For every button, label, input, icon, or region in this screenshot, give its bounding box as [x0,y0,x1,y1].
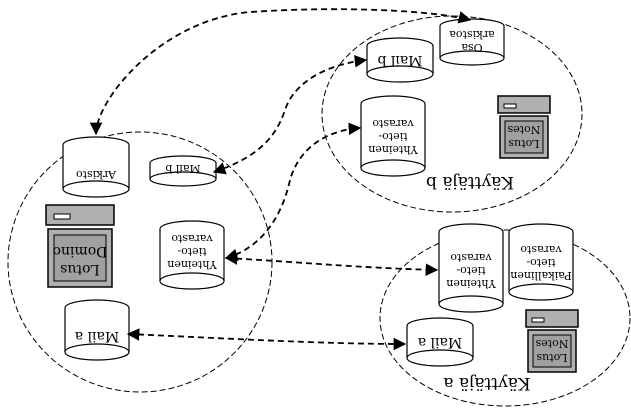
connector-mail-a [126,328,407,351]
database-cylinder-icon: Yhteinen tieto- varasto [360,95,426,177]
db-b-archive-part-line2: arkistoa [449,28,495,41]
db-server-shared-line2: tieto- [177,245,206,258]
group-user-a-label: Käyttäjä a [443,373,530,393]
user-b-computer-line2: Notes [507,123,540,136]
db-server-mail-b-line1: Mail b [165,162,200,175]
group-user-a: Käyttäjä a [379,229,631,407]
replication-connectors [89,8,472,351]
db-server-shared-line3: varasto [171,232,214,245]
user-a-computer-line2: Notes [535,337,568,350]
db-b-shared-line2: tieto- [378,130,407,143]
db-b-mail-b-line1: Mail b [377,52,422,68]
db-b-shared-line3: varasto [372,117,415,130]
server-computer-line1: Lotus [60,261,100,277]
computer-icon: Lotus Notes [525,309,579,373]
server-computer-line2: Domino [53,243,108,259]
database-cylinder-icon: Arkisto [62,136,130,198]
db-server-mail-a-line1: Mail a [75,328,119,344]
db-b-archive-part-line1: Osa [461,41,483,54]
connector-shared-b [224,122,362,262]
connector-archive [89,8,472,136]
db-a-private-line2: tieto- [526,256,555,269]
db-a-shared-line1: Yhteinen [446,277,496,290]
group-user-b: Käyttäjä b [321,15,583,213]
db-server-archive-line1: Arkisto [76,168,117,181]
db-a-private-line3: varasto [520,243,563,256]
database-cylinder-icon: Mail a [64,299,130,361]
group-user-b-label: Käyttäjä b [426,172,514,192]
db-b-shared-line1: Yhteinen [368,143,418,156]
db-a-mail-a-line1: Mail a [418,334,462,350]
database-cylinder-icon: Mail b [366,37,434,83]
computer-icon: Lotus Notes [497,95,551,159]
database-cylinder-icon: Mail a [406,317,474,367]
db-a-shared-line3: varasto [450,251,493,264]
db-a-shared-line2: tieto- [456,264,485,277]
user-b-computer-line1: Lotus [508,137,539,150]
db-a-private-line1: Paikallinen [510,269,571,282]
database-cylinder-icon: Yhteinen tieto- varasto [438,223,504,313]
database-cylinder-icon: Yhteinen tieto- varasto [159,220,225,290]
user-a-computer-line1: Lotus [536,351,567,364]
connector-shared-a [224,252,439,277]
db-server-shared-line1: Yhteinen [167,258,217,271]
database-cylinder-icon: Mail b [149,155,217,187]
computer-icon: Lotus Domino [45,204,115,288]
connector-mail-b [212,54,368,175]
database-cylinder-icon: Osa arkistoa [439,18,505,66]
database-cylinder-icon: Paikallinen tieto- varasto [508,223,574,301]
